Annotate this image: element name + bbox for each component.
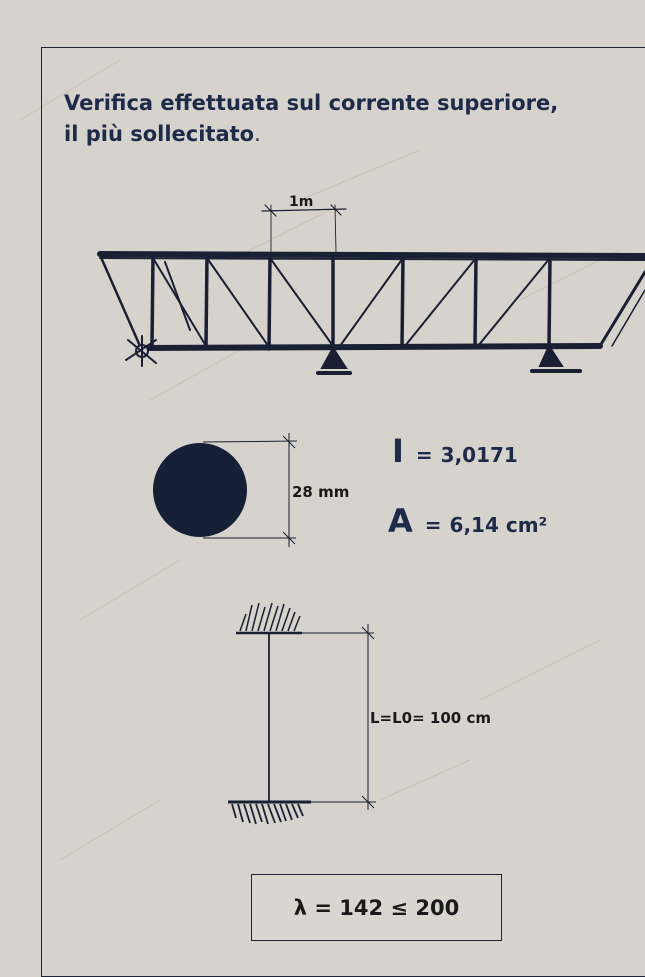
diameter-label: 28 mm <box>292 483 349 501</box>
slenderness-result-box: λ = 142 ≤ 200 <box>251 874 502 941</box>
top-fixed-end <box>236 602 302 635</box>
truss-diagonals <box>152 257 551 348</box>
slenderness-result: λ = 142 ≤ 200 <box>293 895 460 920</box>
panel-length-label: 1m <box>289 194 313 210</box>
inertia-equals: = <box>415 443 433 467</box>
length-label: L=L0= 100 cm <box>370 709 491 727</box>
panel-tick-left <box>264 204 277 217</box>
end-diagonal-left <box>98 253 142 348</box>
panel-extension-right <box>334 204 337 253</box>
heading-period: . <box>254 122 261 146</box>
section-circle <box>153 443 247 537</box>
length-dimension <box>302 624 376 810</box>
heading: Verifica effettuata sul corrente superio… <box>64 88 644 150</box>
heading-line-2: il più sollecitato <box>64 122 255 146</box>
area-symbol: A <box>388 502 413 540</box>
roller-support-right <box>530 343 582 373</box>
heading-line-1: Verifica effettuata sul corrente superio… <box>64 91 559 115</box>
truss-verticals <box>150 254 552 351</box>
area-equals: = <box>424 513 442 537</box>
area-value: 6,14 cm² <box>449 513 548 537</box>
roller-support-middle <box>316 346 352 375</box>
end-diagonal-right <box>598 270 645 348</box>
panel-dimension-line <box>261 208 347 212</box>
pin-support-left <box>125 335 157 367</box>
column-diagram <box>228 602 376 825</box>
bottom-chord <box>137 343 603 351</box>
area-formula: A = 6,14 cm² <box>388 502 547 540</box>
panel-tick-right <box>330 204 342 216</box>
top-chord <box>97 251 645 259</box>
inertia-value: 3,0171 <box>440 443 518 467</box>
truss-diagram <box>97 204 645 375</box>
inertia-formula: I = 3,0171 <box>392 432 518 470</box>
inertia-symbol: I <box>392 432 404 470</box>
bottom-fixed-end <box>228 800 311 825</box>
circular-section <box>153 433 298 547</box>
